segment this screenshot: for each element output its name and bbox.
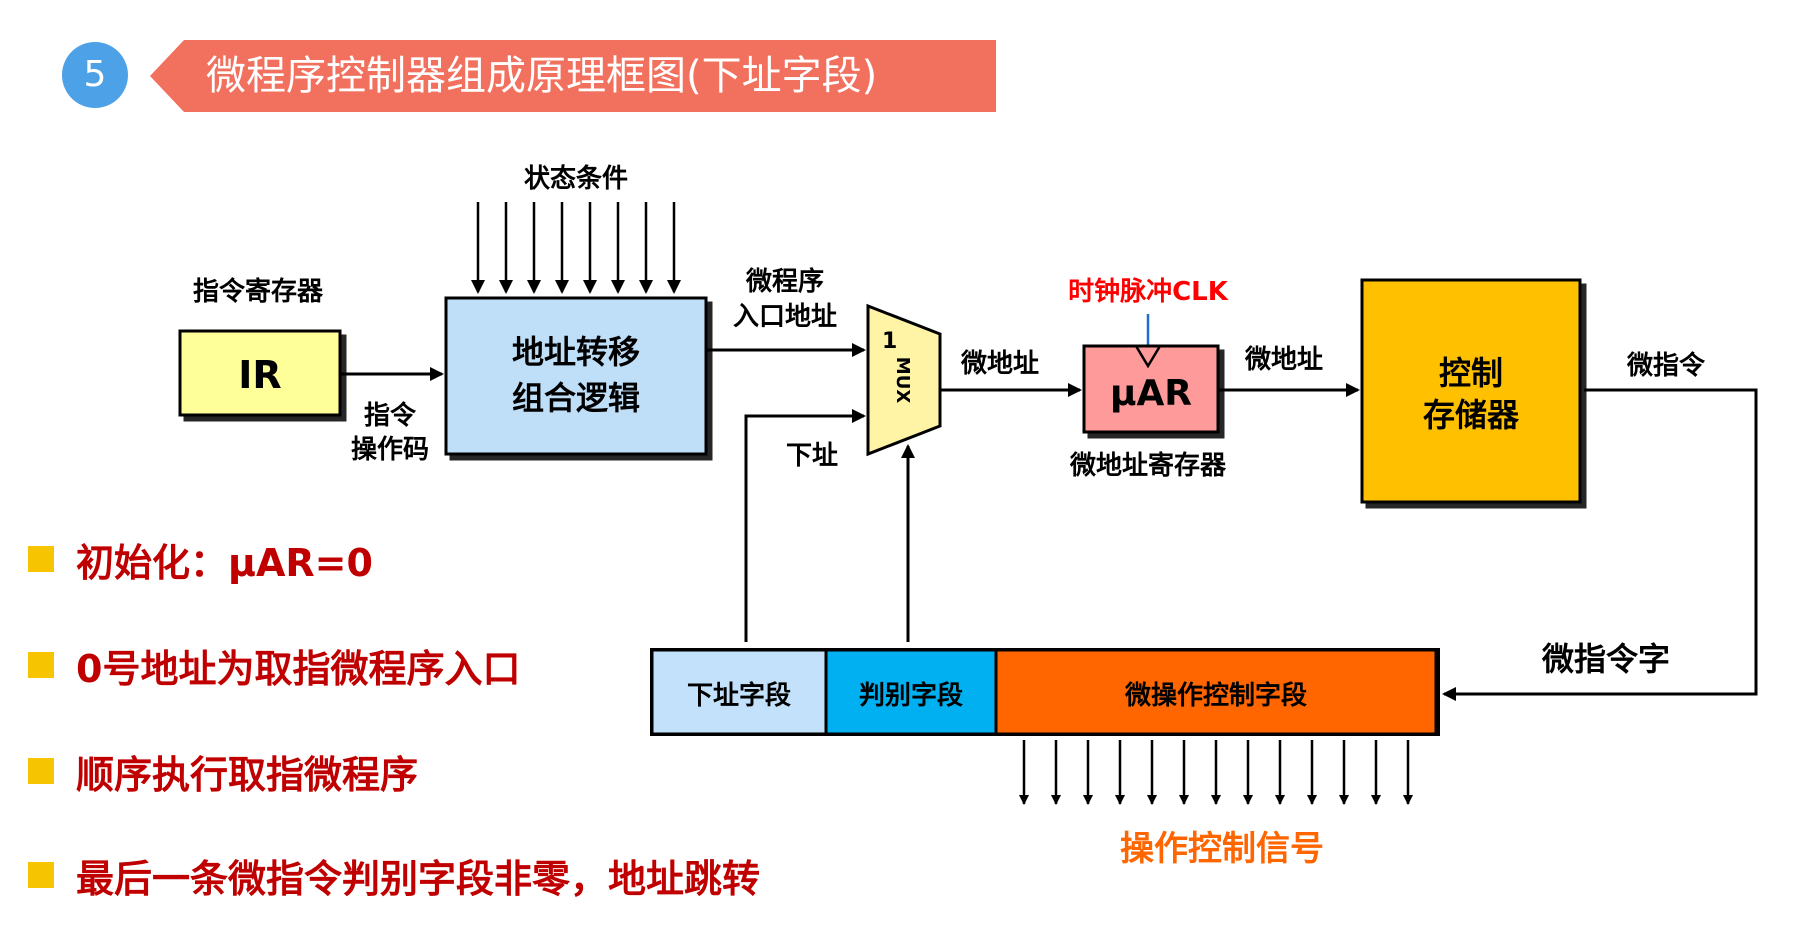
micro-instruction-loop xyxy=(1442,388,1758,701)
micro-instruction-word-label: 微指令字 xyxy=(1541,640,1670,678)
uar-caption: 微地址寄存器 xyxy=(1069,450,1227,481)
ir-box xyxy=(178,329,342,417)
ir-caption: 指令寄存器 xyxy=(193,276,324,307)
field-judge xyxy=(824,648,998,736)
bullet-item: 最后一条微指令判别字段非零，地址跳转 xyxy=(28,850,761,901)
bullet-text: 最后一条微指令判别字段非零，地址跳转 xyxy=(76,856,761,901)
title-number-badge: 5 xyxy=(62,42,128,108)
opcode-label-line2: 操作码 xyxy=(351,435,429,465)
ir-label: IR xyxy=(238,353,281,397)
control-store-box xyxy=(1360,278,1582,504)
clock-label: 时钟脉冲CLK xyxy=(1068,276,1229,307)
mux-label: MUX xyxy=(892,357,913,404)
address-logic-line1: 地址转移 xyxy=(512,333,640,371)
next-address-label: 下址 xyxy=(786,441,838,471)
opcode-label-line1: 指令 xyxy=(364,400,417,431)
field-micro-operation-label: 微操作控制字段 xyxy=(1124,680,1307,711)
bullet-square-icon xyxy=(28,862,54,888)
field-micro-operation xyxy=(994,648,1438,736)
entry-address-line1: 微程序 xyxy=(745,266,824,297)
bullet-text: 0号地址为取指微程序入口 xyxy=(76,646,521,691)
bullet-item: 顺序执行取指微程序 xyxy=(28,746,419,797)
status-condition-arrows xyxy=(471,202,681,294)
mux-shape xyxy=(866,303,942,457)
next-address-feedback-line xyxy=(744,409,866,642)
micro-instruction-label: 微指令 xyxy=(1626,350,1706,381)
mux-input-label: 1 xyxy=(882,329,897,354)
micro-instruction-word xyxy=(650,648,1440,736)
bullet-text: 初始化：μAR=0 xyxy=(76,540,373,585)
status-conditions-label: 状态条件 xyxy=(524,163,628,194)
clock-edge-triangle xyxy=(1134,345,1162,369)
bullet-item: 初始化：μAR=0 xyxy=(28,534,373,585)
bullet-square-icon xyxy=(28,758,54,784)
bullet-square-icon xyxy=(28,546,54,572)
title-banner: 微程序控制器组成原理框图(下址字段) xyxy=(150,40,996,112)
control-store-line2: 存储器 xyxy=(1423,396,1520,434)
address-logic-box xyxy=(444,296,708,456)
field-judge-label: 判别字段 xyxy=(859,680,963,711)
bullet-square-icon xyxy=(28,652,54,678)
field-next-address xyxy=(650,648,828,736)
bullet-item: 0号地址为取指微程序入口 xyxy=(28,640,521,691)
control-signal-arrows xyxy=(1019,740,1413,805)
micro-address-label-2: 微地址 xyxy=(1244,344,1323,375)
field-next-address-label: 下址字段 xyxy=(687,680,791,711)
uar-label: μAR xyxy=(1110,373,1192,414)
address-logic-line2: 组合逻辑 xyxy=(512,379,640,417)
entry-address-line2: 入口地址 xyxy=(733,302,837,332)
bullet-text: 顺序执行取指微程序 xyxy=(76,752,419,797)
micro-address-label-1: 微地址 xyxy=(960,348,1039,379)
control-signals-label: 操作控制信号 xyxy=(1120,829,1324,869)
control-store-line1: 控制 xyxy=(1439,354,1503,392)
page-title: 微程序控制器组成原理框图(下址字段) xyxy=(206,53,878,99)
